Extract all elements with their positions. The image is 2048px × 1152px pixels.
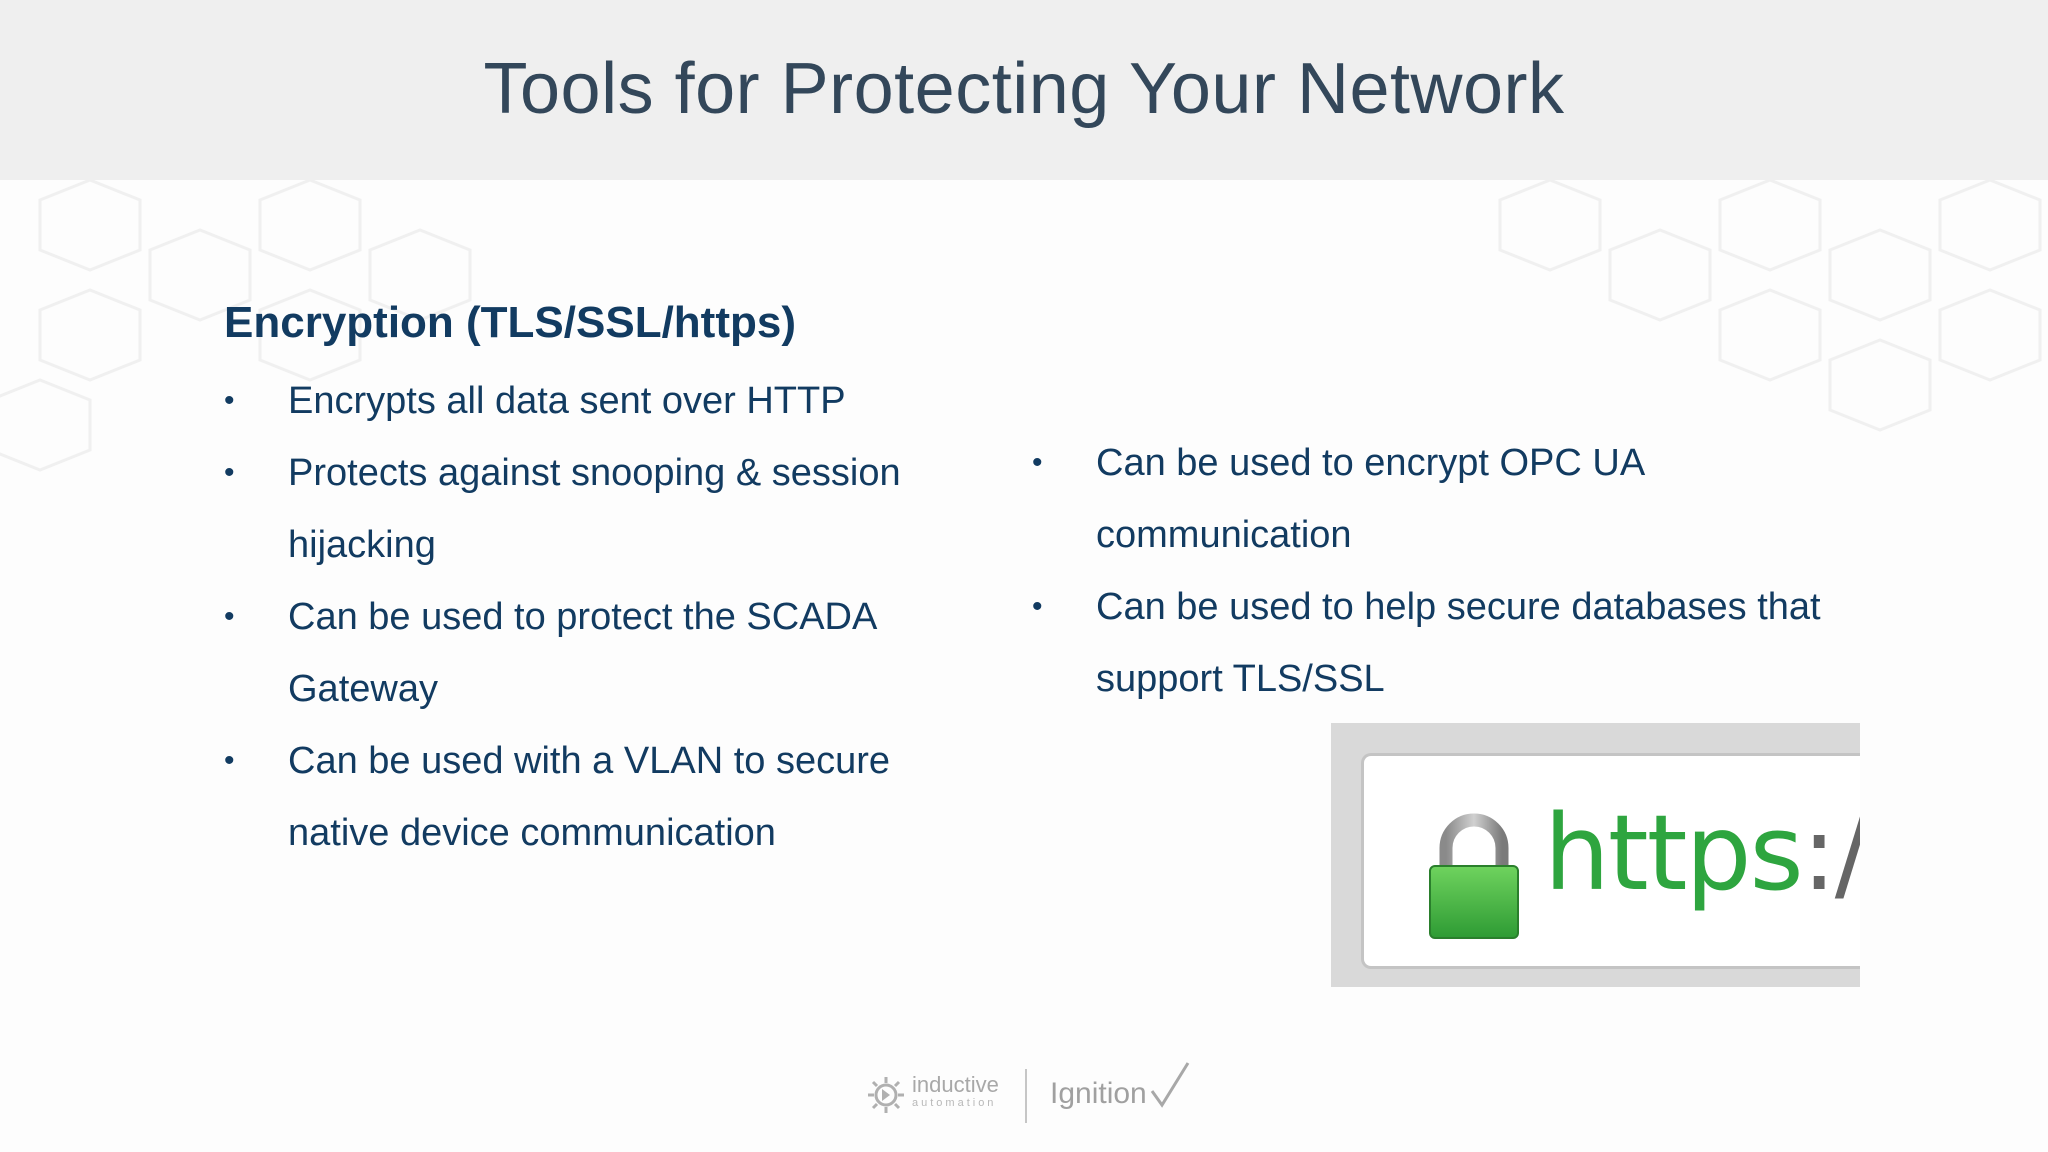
- bullet-item: • Can be used to protect the SCADA Gatew…: [224, 581, 984, 725]
- bullet-item: • Encrypts all data sent over HTTP: [224, 365, 984, 437]
- bullet-item: • Can be used to help secure databases t…: [1032, 571, 1832, 715]
- bullet-text: Can be used to help secure databases tha…: [1096, 586, 1821, 700]
- bullet-text: Can be used with a VLAN to secure native…: [288, 740, 891, 854]
- inductive-automation-logo-subtext: automation: [912, 1097, 997, 1109]
- https-label: https://: [1544, 792, 1860, 914]
- inductive-automation-logo-text: inductive: [912, 1072, 999, 1097]
- address-bar-frame: https://: [1361, 753, 1860, 969]
- left-bullet-list: • Encrypts all data sent over HTTP • Pro…: [224, 365, 984, 869]
- right-bullet-list: • Can be used to encrypt OPC UA communic…: [1032, 427, 1832, 715]
- bullet-item: • Can be used with a VLAN to secure nati…: [224, 725, 984, 869]
- bullet-text: Can be used to encrypt OPC UA communicat…: [1096, 442, 1644, 556]
- logo-divider: [1025, 1069, 1027, 1123]
- footer-logos: inductive automation Ignition: [860, 1055, 1190, 1125]
- https-separator: ://: [1801, 792, 1860, 914]
- title-bar: Tools for Protecting Your Network: [0, 0, 2048, 180]
- section-heading: Encryption (TLS/SSL/https): [224, 298, 796, 347]
- bullet-text: Encrypts all data sent over HTTP: [288, 380, 846, 422]
- ignition-logo-text: Ignition: [1050, 1077, 1147, 1110]
- bullet-item: • Can be used to encrypt OPC UA communic…: [1032, 427, 1832, 571]
- https-address-bar-image: https://: [1331, 723, 1860, 987]
- bullet-point: •: [224, 456, 235, 489]
- lock-icon: [1429, 813, 1519, 939]
- hexagon-background-pattern: [0, 180, 2042, 472]
- https-scheme: https: [1544, 792, 1804, 914]
- bullet-point: •: [224, 384, 235, 417]
- bullet-point: •: [1032, 446, 1043, 479]
- bullet-item: • Protects against snooping & session hi…: [224, 437, 984, 581]
- bullet-point: •: [1032, 590, 1043, 623]
- slide-title: Tools for Protecting Your Network: [483, 49, 1565, 129]
- bullet-point: •: [224, 600, 235, 633]
- bullet-text: Protects against snooping & session hija…: [288, 452, 901, 566]
- checkmark-icon: [1150, 1062, 1190, 1108]
- gear-icon: [868, 1077, 904, 1113]
- bullet-text: Can be used to protect the SCADA Gateway: [288, 596, 876, 710]
- bullet-point: •: [224, 744, 235, 777]
